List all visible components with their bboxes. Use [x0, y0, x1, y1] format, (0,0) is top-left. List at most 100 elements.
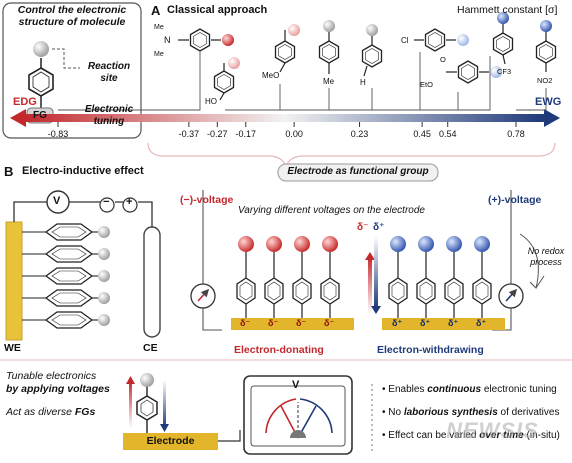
surface-charge-label: δ⁺ [392, 318, 403, 328]
scale-leader [265, 88, 330, 111]
electrode-fg-banner [277, 163, 439, 182]
donating-electrode [231, 318, 354, 330]
varying-voltage-caption: Varying different voltages on the electr… [238, 205, 425, 216]
substituent-label: O [440, 55, 446, 64]
hammett-label: Hammett constant [σ] [457, 4, 558, 16]
edg-arrowhead [10, 109, 26, 127]
electron-donating-label: Electron-donating [234, 344, 324, 356]
ewg-label: EWG [535, 96, 562, 108]
we-label: WE [4, 342, 21, 354]
aromatic-inner-ring [539, 44, 553, 60]
meter-wire [218, 430, 241, 442]
molecule-sphere [228, 57, 240, 69]
plus-symbol: + [126, 196, 133, 208]
aromatic-inner-ring [51, 314, 87, 326]
surface-charge-label: δ⁻ [240, 318, 251, 328]
bottom-benzene [136, 386, 158, 433]
substituent-label: MeO [262, 71, 279, 80]
charged-sphere [294, 236, 310, 252]
scale-leader [300, 88, 373, 111]
substituent-label: Me [323, 77, 335, 86]
scale-leader [58, 51, 201, 111]
aromatic-inner-ring [475, 281, 489, 301]
voltmeter-symbol [46, 190, 70, 214]
substituent-label: NO2 [537, 76, 552, 85]
charged-sphere [390, 236, 406, 252]
bottom-red-arrow [129, 380, 132, 428]
bullet-emphasis: continuous [427, 384, 482, 395]
molecule-sphere [457, 34, 469, 46]
neg-needle [197, 288, 210, 302]
bottom-sphere [140, 373, 154, 387]
aromatic-inner-ring [461, 64, 475, 80]
substituent-label: EtO [420, 80, 433, 89]
aromatic-inner-ring [51, 292, 87, 304]
panel-b-letter: B [4, 164, 14, 179]
bond [219, 92, 225, 101]
bullet-dot: • [382, 430, 389, 441]
aromatic-inner-ring [419, 281, 433, 301]
delta-minus-arrow [368, 256, 372, 314]
intro-title: Control the electronic structure of mole… [17, 4, 127, 28]
delta-minus-label: δ⁻ [357, 222, 369, 233]
aromatic-inner-ring [447, 281, 461, 301]
no-redox-label: No redox process [527, 246, 565, 267]
delta-plus-arrowhead [371, 306, 381, 314]
edg-label: EDG [13, 96, 37, 108]
benefit-bullet: • Enables continuous electronic tuning [382, 384, 557, 395]
circuit-wire [13, 201, 153, 227]
aromatic-inner-ring [217, 74, 231, 90]
bullet-pre: Effect can be varied [388, 430, 480, 441]
surface-pillars [236, 236, 492, 318]
reaction-site-label: Reaction site [87, 61, 131, 84]
meter-pivot [290, 430, 306, 438]
aromatic-inner-ring [428, 32, 442, 48]
benefit-bullet: • No laborious synthesis of derivatives [382, 407, 559, 418]
bond [502, 54, 506, 65]
charged-sphere [446, 236, 462, 252]
bottom-blue-arrowhead [160, 424, 169, 432]
sigma-value: -0.17 [235, 129, 256, 139]
electrode-fg-text: Electrode as functional group [287, 166, 429, 177]
bottom-red-arrowhead [126, 376, 135, 384]
bottom-electrode-bar [123, 433, 218, 450]
minus-terminal [99, 197, 115, 213]
bullet-dot: • [382, 407, 389, 418]
meter-v-label: V [292, 379, 300, 391]
newsis-watermark: NEWSIS [446, 418, 539, 443]
panel-a-title: Classical approach [167, 4, 268, 16]
charged-sphere [266, 236, 282, 252]
benzene-ring [44, 311, 94, 329]
scale-leader [330, 52, 421, 111]
reaction-site-sphere [33, 41, 49, 57]
bottom-blue-arrow [163, 380, 166, 428]
aromatic-inner-ring [278, 44, 292, 60]
withdrawing-electrode [382, 318, 505, 330]
minus-symbol: − [103, 196, 110, 208]
plus-terminal [122, 197, 138, 213]
panel-a-letter: A [151, 3, 161, 18]
hammett-scale [10, 109, 560, 127]
surface-charge-label: δ⁻ [268, 318, 279, 328]
aromatic-inner-ring [391, 281, 405, 301]
sigma-value: -0.83 [47, 129, 69, 139]
substituent-label: HO [205, 97, 217, 106]
tunable-line-1: Tunable electronics [6, 370, 97, 382]
electrode-label: Electrode [146, 435, 195, 447]
charged-sphere [474, 236, 490, 252]
pos-voltage-wire [492, 190, 512, 331]
aromatic-inner-ring [323, 281, 337, 301]
surface-charge-label: δ⁻ [324, 318, 335, 328]
aromatic-inner-ring [322, 44, 336, 60]
meter-red-arc [265, 398, 297, 434]
ring-sphere [98, 270, 110, 282]
molecule-sphere [366, 24, 378, 36]
bond [363, 65, 368, 77]
bullet-dot: • [382, 384, 389, 395]
bullet-post: of derivatives [497, 407, 560, 418]
sigma-value: 0.45 [413, 129, 431, 139]
delta-minus-arrowhead [365, 252, 375, 260]
